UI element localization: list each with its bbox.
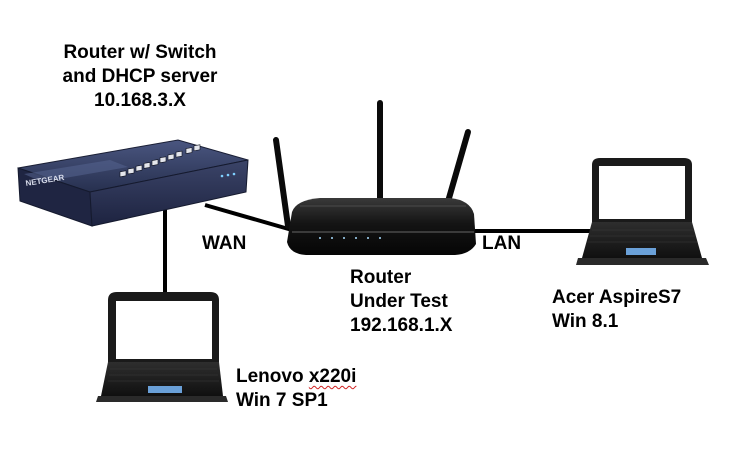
lenovo-name-prefix: Lenovo bbox=[236, 366, 309, 387]
lenovo-touchpad bbox=[148, 386, 182, 393]
acer-screen bbox=[599, 166, 685, 219]
cables bbox=[163, 198, 600, 300]
router-under-test-label-line2: Under Test bbox=[350, 291, 448, 312]
lenovo-screen bbox=[116, 301, 212, 359]
router-under-test-label-line3: 192.168.1.X bbox=[350, 315, 453, 336]
switch-router-label-line3: 10.168.3.X bbox=[94, 90, 186, 111]
router-under-test-label-line1: Router bbox=[350, 267, 412, 288]
antenna-left bbox=[273, 137, 291, 229]
router-under-test-icon bbox=[273, 100, 476, 255]
switch-router-label-line1: Router w/ Switch bbox=[63, 42, 217, 63]
acer-laptop-name: Acer AspireS7 bbox=[552, 287, 682, 308]
wan-cable bbox=[204, 203, 293, 232]
switch-router-icon: NETGEAR bbox=[17, 139, 249, 227]
router-under-test-label: Router Under Test 192.168.1.X bbox=[350, 266, 452, 338]
lenovo-laptop-name: Lenovo x220i bbox=[236, 365, 356, 389]
wan-label: WAN bbox=[202, 233, 247, 254]
status-leds bbox=[220, 172, 236, 178]
acer-laptop-icon bbox=[576, 158, 709, 265]
lenovo-laptop-os: Win 7 SP1 bbox=[236, 390, 328, 411]
acer-touchpad bbox=[626, 248, 656, 255]
switch-router-label-line2: and DHCP server bbox=[62, 66, 218, 87]
lenovo-laptop-icon bbox=[96, 292, 228, 402]
lenovo-laptop-label: Lenovo x220i Win 7 SP1 bbox=[236, 365, 356, 413]
switch-router-label: Router w/ Switch and DHCP server 10.168.… bbox=[30, 41, 250, 113]
router-leds bbox=[319, 237, 381, 239]
ethernet-ports bbox=[119, 144, 201, 178]
acer-laptop-os: Win 8.1 bbox=[552, 311, 619, 332]
acer-laptop-label: Acer AspireS7 Win 8.1 bbox=[552, 286, 681, 334]
lan-label: LAN bbox=[482, 233, 522, 254]
lenovo-name-model: x220i bbox=[308, 366, 357, 387]
